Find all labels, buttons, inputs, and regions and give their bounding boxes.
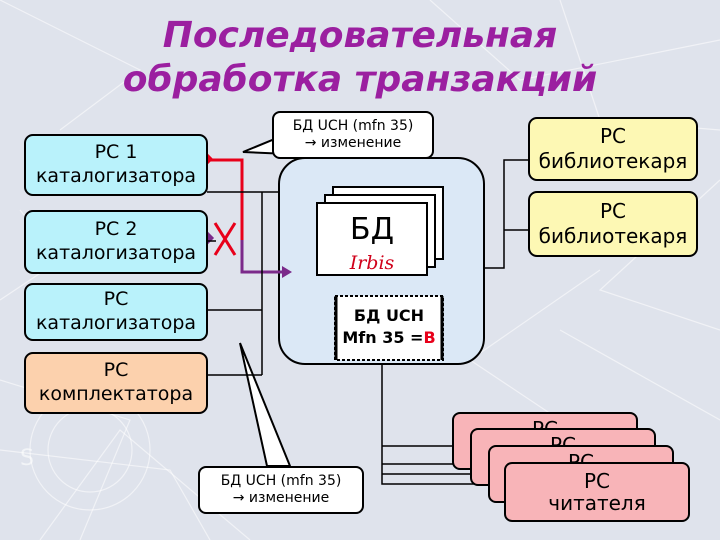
workstation-acquisitions[interactable]: РС комплектатора	[24, 352, 208, 414]
callout-top-line1: БД UCH (mfn 35)	[292, 117, 414, 134]
workstation-cataloguer-3[interactable]: РС каталогизатора	[24, 283, 208, 341]
db-sub-label: Irbis	[349, 252, 395, 274]
cataloguer-1-line1: РС 1	[94, 141, 138, 164]
workstation-librarian-2[interactable]: РС библиотекаря	[528, 191, 698, 257]
workstation-cataloguer-2[interactable]: РС 2 каталогизатора	[24, 210, 208, 274]
librarian-1-line1: РС	[599, 124, 627, 148]
cataloguer-1-line2: каталогизатора	[35, 165, 197, 187]
callout-bottom-line2: → изменение	[232, 490, 330, 506]
slide-title-line2: обработка транзакций	[122, 59, 598, 100]
db-label: БД	[349, 212, 395, 247]
callout-bottom: БД UCH (mfn 35) → изменение	[198, 466, 364, 514]
uch-db-text: БД UCH Mfn 35 =B	[336, 305, 442, 349]
acquisitions-line2: комплектатора	[38, 383, 194, 405]
librarian-2-line2: библиотекаря	[538, 224, 688, 248]
librarian-1-line2: библиотекаря	[538, 149, 688, 173]
reader-4-line2: читателя	[548, 491, 646, 515]
slide-title-line1: Последовательная	[162, 15, 558, 56]
cataloguer-3-line1: РС	[103, 288, 129, 311]
librarian-2-line1: РС	[599, 199, 627, 223]
callout-bottom-line1: БД UCH (mfn 35)	[220, 472, 342, 489]
svg-text:S: S	[20, 446, 34, 471]
uch-db-mfn: Mfn 35 =	[342, 328, 424, 347]
uch-db-line2: Mfn 35 =B	[336, 327, 442, 349]
cataloguer-2-line1: РС 2	[94, 218, 138, 241]
acquisitions-line1: РС	[103, 359, 129, 382]
callout-top-line2: → изменение	[304, 135, 402, 151]
workstation-reader-4[interactable]: РС читателя	[504, 462, 690, 522]
reader-4-line1: РС	[583, 469, 611, 493]
workstation-cataloguer-1[interactable]: РС 1 каталогизатора	[24, 134, 208, 196]
uch-db-line1: БД UCH	[353, 306, 425, 325]
callout-top: БД UCH (mfn 35) → изменение	[272, 111, 434, 159]
workstation-librarian-1[interactable]: РС библиотекаря	[528, 117, 698, 181]
cataloguer-2-line2: каталогизатора	[35, 242, 197, 264]
uch-db-value: B	[423, 328, 436, 347]
cataloguer-3-line2: каталогизатора	[35, 312, 197, 334]
